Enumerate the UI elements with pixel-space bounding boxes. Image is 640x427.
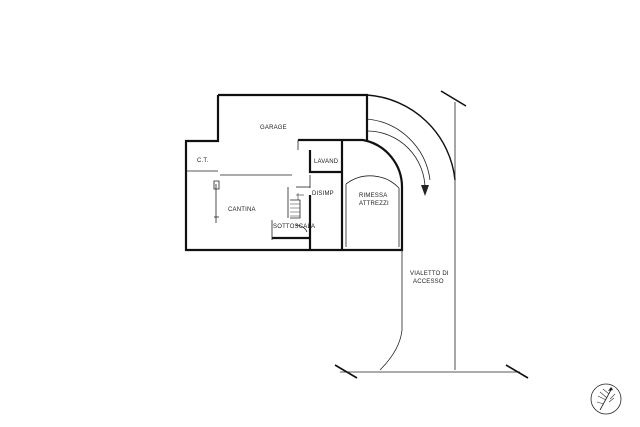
driveway-direction-arrow-icon (366, 130, 429, 196)
room-label-attrezzi: ATTREZZI (359, 201, 389, 207)
building-outline (184, 93, 404, 252)
path-label-line2: ACCESSO (413, 279, 444, 285)
section-marks (334, 90, 529, 379)
room-label-disimp: DISIMP (312, 191, 334, 197)
room-label-sottoscala: SOTTOSCALA (273, 224, 315, 230)
north-arrow-compass-icon (590, 383, 622, 415)
room-label-garage: GARAGE (260, 125, 287, 131)
path-label-line1: VIALETTO DI (410, 271, 449, 277)
driveway (340, 94, 520, 373)
room-label-cantina: CANTINA (228, 207, 256, 213)
staircase (290, 199, 308, 233)
room-label-rimessa: RIMESSA (359, 193, 387, 199)
room-label-lavand: LAVAND (314, 159, 339, 165)
room-label-ct: C.T. (197, 158, 209, 164)
